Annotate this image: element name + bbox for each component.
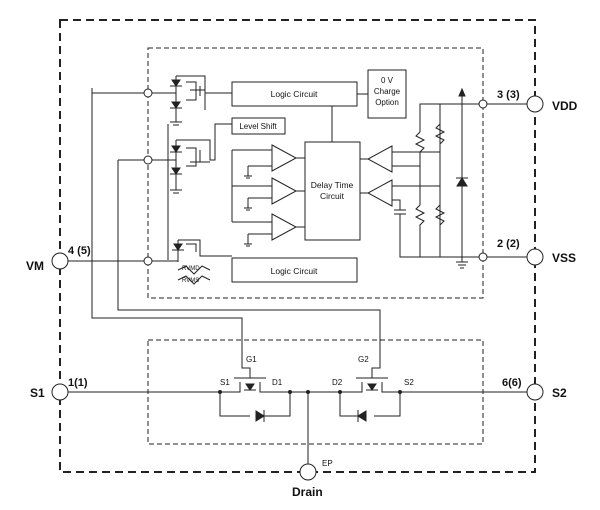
left-comparators xyxy=(231,144,305,247)
s1-pin[interactable] xyxy=(51,383,69,401)
logic-to-delay xyxy=(331,93,368,142)
drain-pin-label: Drain xyxy=(292,485,323,499)
drain1-label: D1 xyxy=(272,378,283,387)
mid-driver-stage xyxy=(152,123,232,194)
vm-pin-number: 4 (5) xyxy=(68,245,91,257)
charge-option-line2: Charge xyxy=(374,87,401,96)
vss-pin[interactable] xyxy=(526,248,544,266)
source2-label: S2 xyxy=(404,378,414,387)
vdd-pin-number: 3 (3) xyxy=(497,89,520,101)
vdd-pin-label: VDD xyxy=(552,99,578,113)
drain-line xyxy=(290,391,340,464)
upper-driver-stage xyxy=(152,75,232,126)
logic-circuit-bottom-label: Logic Circuit xyxy=(271,266,318,276)
gate2-label: G2 xyxy=(358,355,369,364)
s2-pin-number: 6(6) xyxy=(502,377,522,389)
drain2-label: D2 xyxy=(332,378,343,387)
resistor-ladder xyxy=(414,123,446,257)
logic-circuit-top xyxy=(231,81,358,107)
vss-ground-icon xyxy=(456,261,468,269)
vdd-rail xyxy=(419,96,527,230)
drain-ep-label: EP xyxy=(322,459,333,468)
rvms-label: RVMS xyxy=(182,278,199,284)
vm-pin-label: VM xyxy=(26,259,44,273)
mosfet-2 xyxy=(338,377,402,422)
charge-option-line3: Option xyxy=(375,98,399,107)
control-ic-boundary xyxy=(147,47,484,299)
delay-time-line2: Circuit xyxy=(320,191,345,201)
delay-time-block xyxy=(304,141,361,241)
node-vdd xyxy=(478,99,488,109)
vdd-clamp-diode xyxy=(456,177,468,187)
gate1-label: G1 xyxy=(246,355,257,364)
vdd-pin[interactable] xyxy=(526,95,544,113)
rvmd-label: RVMD xyxy=(182,266,200,272)
s1-pin-number: 1(1) xyxy=(68,377,88,389)
g2-trace xyxy=(117,160,381,378)
node-mid-left xyxy=(143,155,153,165)
package-boundary xyxy=(59,19,536,473)
vdd-arrow-icon xyxy=(458,87,466,97)
vm-pin[interactable] xyxy=(51,252,69,270)
right-comparators xyxy=(360,145,440,222)
logic-circuit-bottom xyxy=(231,257,358,283)
mosfet-1 xyxy=(218,377,292,422)
charge-option-line1: 0 V xyxy=(381,76,394,85)
vm-sense-stage xyxy=(172,239,232,285)
source1-label: S1 xyxy=(220,378,230,387)
level-shift-block xyxy=(231,117,286,135)
vss-pin-label: VSS xyxy=(552,251,576,265)
logic-circuit-top-label: Logic Circuit xyxy=(271,89,318,99)
vss-pin-number: 2 (2) xyxy=(497,238,520,250)
node-upper-left xyxy=(143,88,153,98)
s2-pin[interactable] xyxy=(526,383,544,401)
node-vm xyxy=(143,256,153,266)
node-vss xyxy=(478,252,488,262)
g1-trace xyxy=(91,88,251,378)
drain-junction xyxy=(306,390,310,394)
level-shift-label: Level Shift xyxy=(239,122,277,131)
s2-pin-label: S2 xyxy=(552,386,567,400)
s1-pin-label: S1 xyxy=(30,386,45,400)
delay-time-line1: Delay Time xyxy=(311,180,354,190)
drain-pin[interactable] xyxy=(299,463,317,481)
